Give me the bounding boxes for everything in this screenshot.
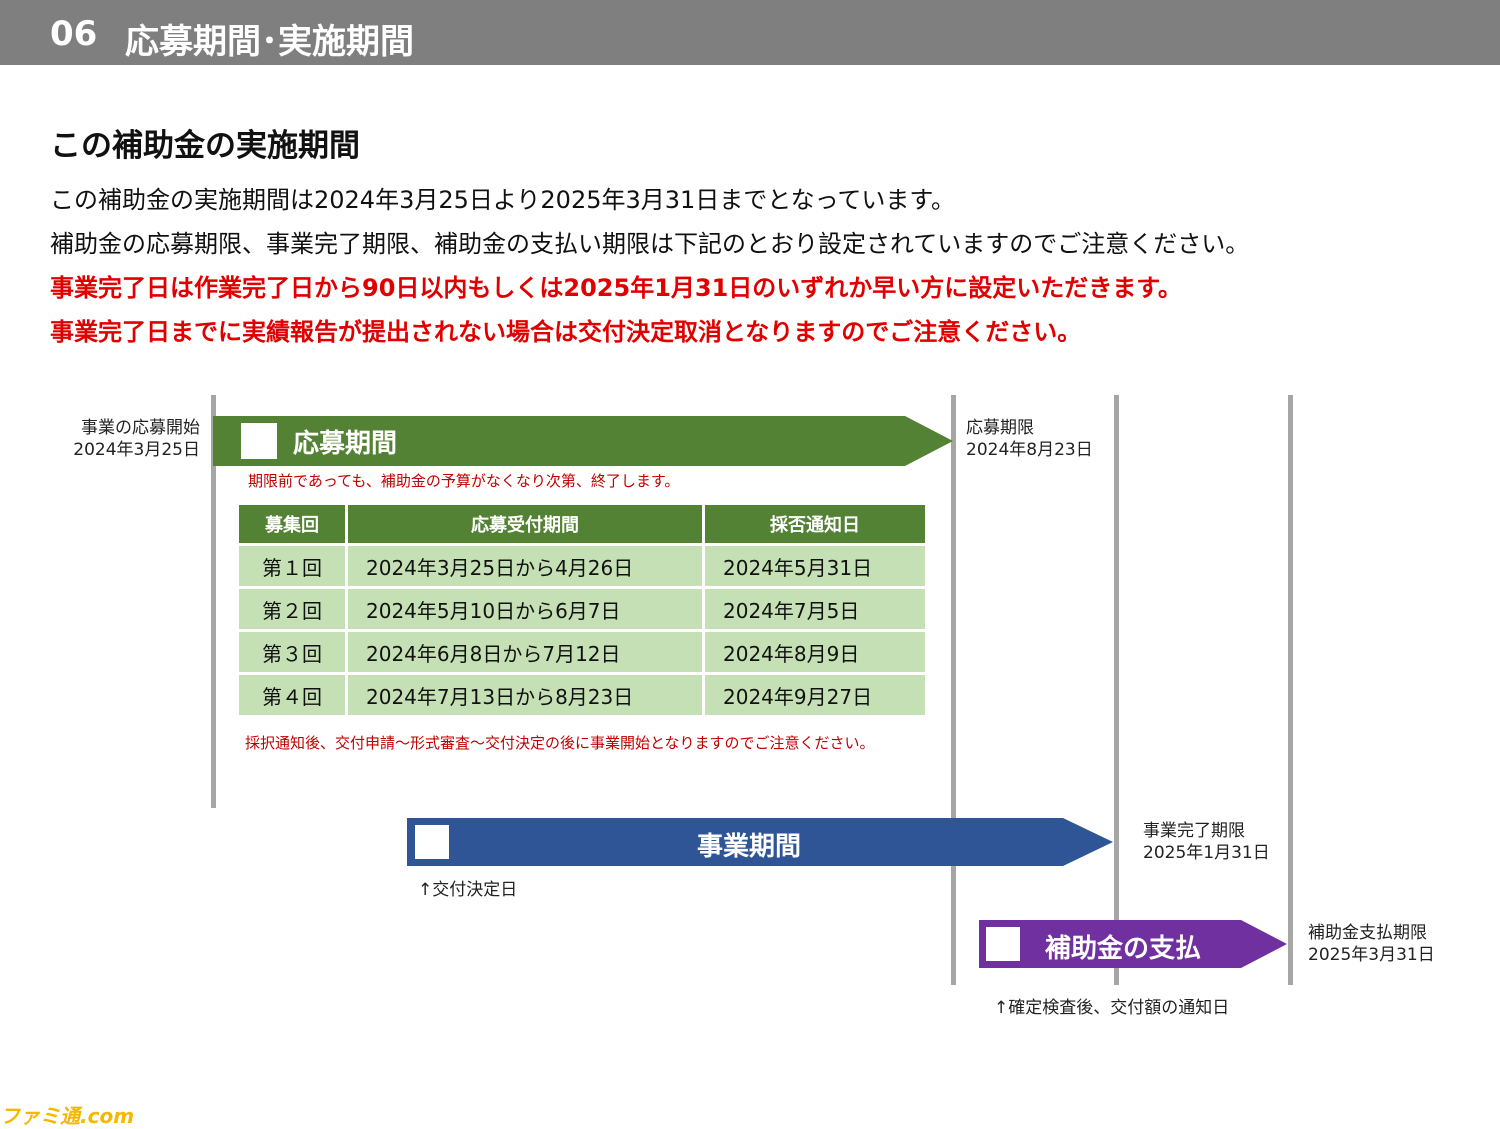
warning-line-2: 事業完了日までに実績報告が提出されない場合は交付決定取消となりますのでご注意くだ… [50, 318, 1082, 346]
application-period-arrow: 応募期間 [213, 416, 955, 466]
start-label-title: 事業の応募開始 [81, 418, 200, 438]
period-cell: 2024年3月25日から4月26日 [348, 546, 702, 586]
project-deadline-line [1114, 395, 1119, 985]
application-deadline-title: 応募期限 [966, 418, 1034, 438]
body-line-1: この補助金の実施期間は2024年3月25日より2025年3月31日までとなってい… [50, 186, 955, 214]
project-arrow-shape [407, 818, 1113, 866]
notice-cell: 2024年5月31日 [705, 546, 925, 586]
round-cell: 第３回 [239, 632, 345, 672]
payment-arrow-label: 補助金の支払 [1045, 934, 1202, 964]
payment-deadline-date: 2025年3月31日 [1308, 945, 1435, 965]
project-note: ↑交付決定日 [418, 880, 518, 900]
table-row: 第２回 2024年5月10日から6月7日 2024年7月5日 [239, 589, 925, 629]
page-title: 応募期間･実施期間 [125, 22, 414, 62]
column-header-period: 応募受付期間 [348, 505, 702, 543]
table-note: 採択通知後、交付申請～形式審査～交付決定の後に事業開始となりますのでご注意くださ… [245, 734, 875, 752]
schedule-table: 募集回 応募受付期間 採否通知日 第１回 2024年3月25日から4月26日 2… [236, 502, 928, 718]
payment-deadline-label: 補助金支払期限 2025年3月31日 [1308, 922, 1435, 966]
application-deadline-line [951, 395, 956, 985]
table-row: 第４回 2024年7月13日から8月23日 2024年9月27日 [239, 675, 925, 715]
payment-arrow-box [986, 927, 1020, 961]
start-line [211, 395, 216, 808]
application-arrow-box [241, 423, 277, 459]
column-header-round: 募集回 [239, 505, 345, 543]
project-deadline-label: 事業完了期限 2025年1月31日 [1143, 820, 1270, 864]
payment-deadline-line [1288, 395, 1293, 985]
period-cell: 2024年6月8日から7月12日 [348, 632, 702, 672]
application-note: 期限前であっても、補助金の予算がなくなり次第、終了します。 [248, 472, 680, 490]
start-label: 事業の応募開始 2024年3月25日 [40, 417, 200, 461]
application-deadline-date: 2024年8月23日 [966, 440, 1093, 460]
page-header: 06 応募期間･実施期間 [0, 0, 1500, 65]
body-line-2: 補助金の応募期限、事業完了期限、補助金の支払い期限は下記のとおり設定されています… [50, 230, 1250, 258]
section-number: 06 [50, 14, 98, 54]
payment-arrow: 補助金の支払 [979, 920, 1291, 968]
payment-note: ↑確定検査後、交付額の通知日 [994, 998, 1230, 1018]
application-arrow-label: 応募期間 [293, 429, 398, 459]
project-period-arrow: 事業期間 [407, 818, 1117, 866]
project-deadline-date: 2025年1月31日 [1143, 843, 1270, 863]
application-arrow-shape [213, 416, 953, 466]
round-cell: 第１回 [239, 546, 345, 586]
round-cell: 第４回 [239, 675, 345, 715]
period-cell: 2024年7月13日から8月23日 [348, 675, 702, 715]
project-arrow-label: 事業期間 [697, 832, 802, 862]
section-heading: この補助金の実施期間 [50, 128, 360, 164]
table-row: 第１回 2024年3月25日から4月26日 2024年5月31日 [239, 546, 925, 586]
notice-cell: 2024年9月27日 [705, 675, 925, 715]
column-header-notice: 採否通知日 [705, 505, 925, 543]
project-deadline-title: 事業完了期限 [1143, 821, 1245, 841]
round-cell: 第２回 [239, 589, 345, 629]
project-arrow-box [415, 825, 449, 859]
payment-arrow-shape [979, 920, 1287, 968]
warning-line-1: 事業完了日は作業完了日から90日以内もしくは2025年1月31日のいずれか早い方… [50, 274, 1182, 302]
application-deadline-label: 応募期限 2024年8月23日 [966, 417, 1093, 461]
notice-cell: 2024年7月5日 [705, 589, 925, 629]
watermark-logo: ファミ通.com [0, 1104, 135, 1128]
payment-deadline-title: 補助金支払期限 [1308, 923, 1427, 943]
period-cell: 2024年5月10日から6月7日 [348, 589, 702, 629]
start-label-date: 2024年3月25日 [73, 440, 200, 460]
table-row: 第３回 2024年6月8日から7月12日 2024年8月9日 [239, 632, 925, 672]
table-header-row: 募集回 応募受付期間 採否通知日 [239, 505, 925, 543]
notice-cell: 2024年8月9日 [705, 632, 925, 672]
